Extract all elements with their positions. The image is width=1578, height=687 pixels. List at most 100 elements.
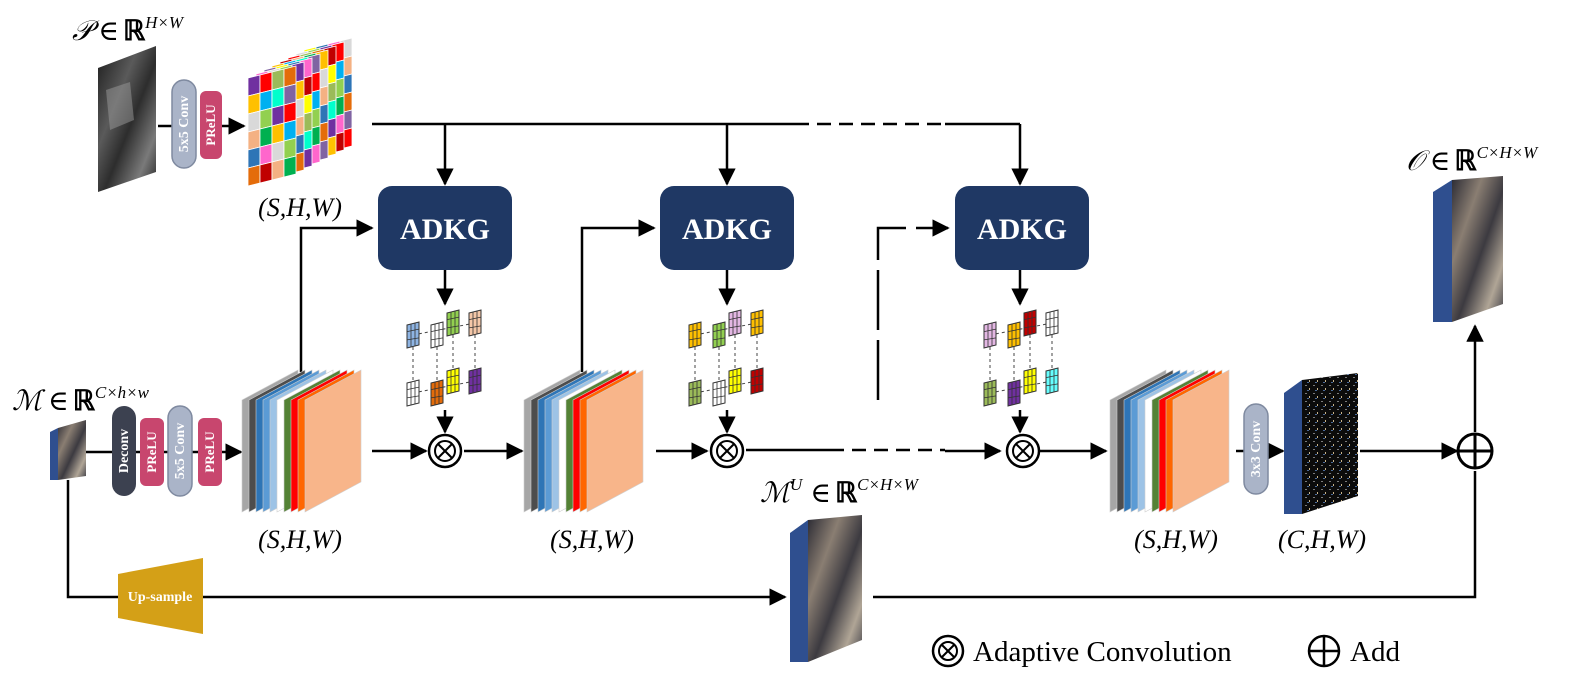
kernel-grid-icon xyxy=(983,309,1059,407)
upsample-label: Up-sample xyxy=(128,590,193,605)
kernel-cell xyxy=(1023,367,1037,395)
adkg-block-3: ADKG xyxy=(955,186,1089,270)
dim-label: (C,H,W) xyxy=(1278,525,1366,554)
oplus-icon xyxy=(1307,634,1341,668)
feature-cell xyxy=(283,65,297,88)
prelu-label: PReLU xyxy=(203,104,218,146)
kernel-cell xyxy=(983,379,997,407)
pan-symbol-label: 𝒫∈ℝH×W xyxy=(72,13,185,47)
kernel-grid-icon xyxy=(406,309,482,407)
ms-image xyxy=(50,420,86,480)
feature-cell xyxy=(283,83,297,106)
dim-label: (S,H,W) xyxy=(258,525,342,554)
kernel-cell xyxy=(688,321,702,349)
upsample-block: Up-sample xyxy=(118,558,203,634)
adkg-block-2: ADKG xyxy=(660,186,794,270)
kernel-grid-icon xyxy=(688,309,764,407)
kernel-cell xyxy=(983,321,997,349)
kernel-cell xyxy=(750,309,764,337)
conv5x5-label: 5x5 Conv xyxy=(177,96,192,152)
pan-prelu-block: PReLU xyxy=(200,91,222,159)
kernel-cell xyxy=(728,367,742,395)
feature-cell xyxy=(271,158,285,181)
ms-symbol-label: ℳ∈ℝC×h×w xyxy=(12,383,150,417)
legend-add-label: Add xyxy=(1350,636,1400,668)
feature-cell xyxy=(271,140,285,163)
otimes-icon xyxy=(1005,433,1041,469)
oplus-icon xyxy=(1456,432,1494,470)
kernel-cell xyxy=(430,321,444,349)
feature-cell xyxy=(259,125,273,148)
connection-lines xyxy=(66,117,1484,606)
ms-prelu-block-2: PReLU xyxy=(198,418,222,486)
feature-cell xyxy=(271,122,285,145)
feature-cell xyxy=(259,89,273,112)
otimes-icon xyxy=(427,433,463,469)
feature-cell xyxy=(283,155,297,178)
feature-sheet xyxy=(304,369,362,513)
feature-cell xyxy=(259,143,273,166)
feature-cell xyxy=(247,128,261,151)
dim-label: (S,H,W) xyxy=(1134,525,1218,554)
dim-label: (S,H,W) xyxy=(550,525,634,554)
conv3x3-block: 3x3 Conv xyxy=(1243,403,1269,495)
kernel-cell xyxy=(712,379,726,407)
kernel-cell xyxy=(1007,379,1021,407)
feature-sheet xyxy=(586,369,644,513)
deconv-block: Deconv xyxy=(112,406,136,496)
feature-stack-3 xyxy=(1109,369,1230,513)
kernel-cell xyxy=(728,309,742,337)
kernel-cell xyxy=(468,309,482,337)
feature-cell xyxy=(247,164,261,187)
kernel-cell xyxy=(446,367,460,395)
otimes-icon xyxy=(709,433,745,469)
feature-cell xyxy=(283,101,297,124)
feature-cell xyxy=(259,107,273,130)
pan-feature-cube-icon xyxy=(247,37,353,187)
kernel-cell xyxy=(446,309,460,337)
feature-cell xyxy=(271,68,285,91)
kernel-cell xyxy=(430,379,444,407)
feature-cell xyxy=(247,110,261,133)
feature-cell xyxy=(259,161,273,184)
feature-cell xyxy=(247,74,261,97)
mu-symbol-label: ℳU∈ℝC×H×W xyxy=(760,475,920,509)
prelu-label: PReLU xyxy=(202,431,217,473)
ms-conv5x5-block: 5x5 Conv xyxy=(167,405,193,497)
conv3x3-label: 3x3 Conv xyxy=(1249,421,1264,477)
output-image xyxy=(1433,176,1503,322)
kernel-cell xyxy=(468,367,482,395)
deconv-label: Deconv xyxy=(117,429,132,473)
kernel-cell xyxy=(1007,321,1021,349)
adkg-label: ADKG xyxy=(977,213,1067,246)
adkg-block-1: ADKG xyxy=(378,186,512,270)
feature-cell xyxy=(271,104,285,127)
adkg-label: ADKG xyxy=(682,213,772,246)
prelu-label: PReLU xyxy=(144,431,159,473)
kernel-cell xyxy=(1045,367,1059,395)
output-symbol-label: 𝒪∈ℝC×H×W xyxy=(1406,143,1539,177)
otimes-icon xyxy=(931,634,965,668)
upsampled-ms-image xyxy=(790,515,862,662)
kernel-cell xyxy=(406,379,420,407)
legend-adaptive-convolution-label: Adaptive Convolution xyxy=(973,636,1232,668)
feature-cell xyxy=(283,137,297,160)
adkg-label: ADKG xyxy=(400,213,490,246)
ms-prelu-block-1: PReLU xyxy=(140,418,164,486)
feature-sheet xyxy=(1172,369,1230,513)
pan-conv5x5-block: 5x5 Conv xyxy=(171,79,197,169)
kernel-cell xyxy=(712,321,726,349)
kernel-cell xyxy=(1023,309,1037,337)
feature-cell xyxy=(283,119,297,142)
kernel-cell xyxy=(1045,309,1059,337)
feature-stack-2 xyxy=(523,369,644,513)
feature-cell xyxy=(271,86,285,109)
kernel-cell xyxy=(406,321,420,349)
feature-cell xyxy=(247,92,261,115)
conv5x5-label: 5x5 Conv xyxy=(173,423,188,479)
dim-label: (S,H,W) xyxy=(258,193,342,222)
legend: Adaptive Convolution Add xyxy=(931,634,1400,668)
feature-cell xyxy=(259,71,273,94)
kernel-cell xyxy=(750,367,764,395)
